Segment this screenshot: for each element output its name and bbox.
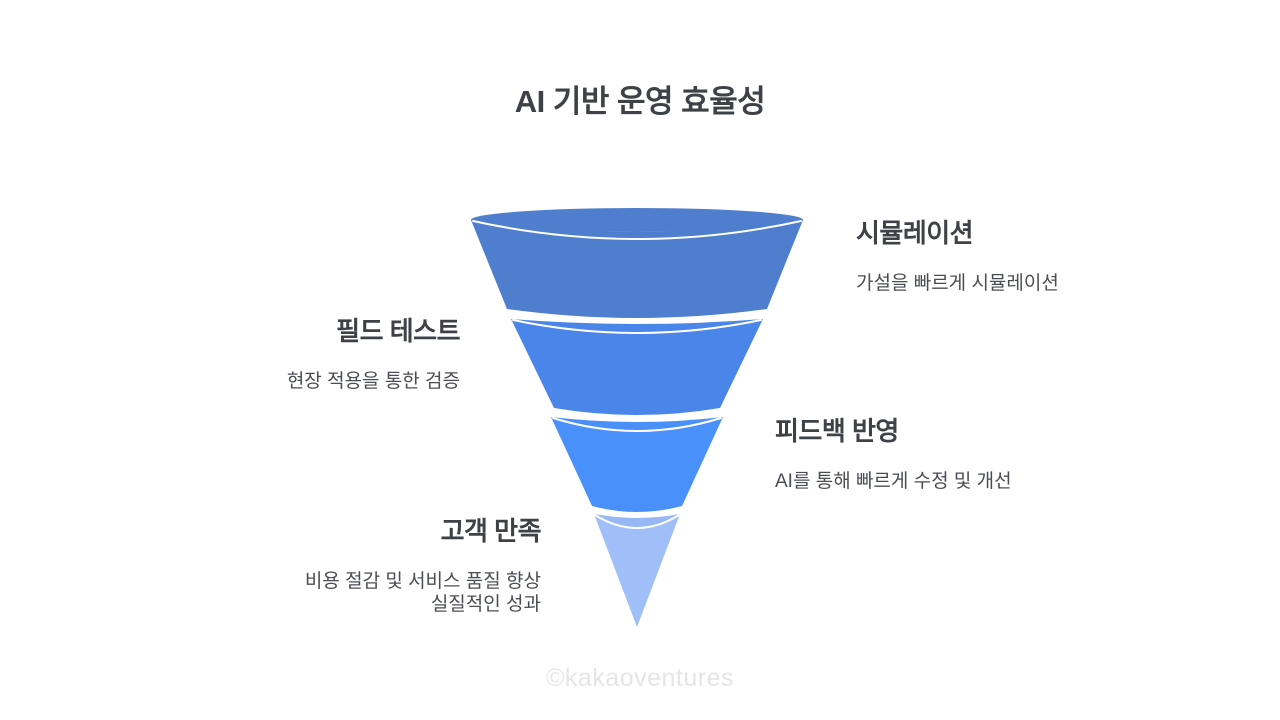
funnel-stage-feedback-rim-line [552, 417, 722, 432]
funnel-stage-customer-satisfaction-rim-line [594, 514, 680, 529]
funnel-stage-simulation-body [471, 220, 803, 318]
stage-label-feedback-title: 피드백 반영 [775, 416, 899, 446]
funnel-stage-simulation [471, 208, 803, 318]
funnel-stage-field-test-body [511, 319, 763, 415]
stage-label-field-test: 필드 테스트 현장 적용을 통한 검증 [140, 316, 461, 393]
funnel-stage-customer-satisfaction [594, 514, 680, 627]
stage-label-simulation-title: 시뮬레이션 [856, 218, 974, 248]
funnel-stage-feedback-body [551, 417, 723, 512]
stage-label-customer-satisfaction-title: 고객 만족 [440, 516, 542, 546]
funnel-stage-field-test [511, 319, 763, 415]
funnel-stage-simulation-rim-line [472, 220, 802, 240]
stage-label-feedback: 피드백 반영 AI를 통해 빠르게 수정 및 개선 [775, 417, 1095, 493]
funnel-stage-field-test-rim-line [512, 319, 762, 334]
funnel-stage-feedback [551, 417, 723, 512]
stage-label-feedback-desc: AI를 통해 빠르게 수정 및 개선 [775, 470, 1012, 492]
funnel-stage-simulation-cap [471, 208, 803, 232]
stage-label-simulation: 시뮬레이션 가설을 빠르게 시뮬레이션 [856, 219, 1176, 295]
funnel-stage-customer-satisfaction-body [594, 514, 680, 627]
stage-label-customer-satisfaction: 고객 만족 비용 절감 및 서비스 품질 향상 실질적인 성과 [221, 516, 542, 616]
stage-label-simulation-desc: 가설을 빠르게 시뮬레이션 [856, 272, 1059, 294]
page-title: AI 기반 운영 효율성 [514, 84, 766, 119]
stage-label-customer-satisfaction-desc: 비용 절감 및 서비스 품질 향상 실질적인 성과 [304, 570, 541, 615]
stage-label-field-test-desc: 현장 적용을 통한 검증 [286, 370, 460, 392]
watermark: ©kakaoventures [545, 664, 735, 692]
stage-label-field-test-title: 필드 테스트 [336, 316, 460, 346]
